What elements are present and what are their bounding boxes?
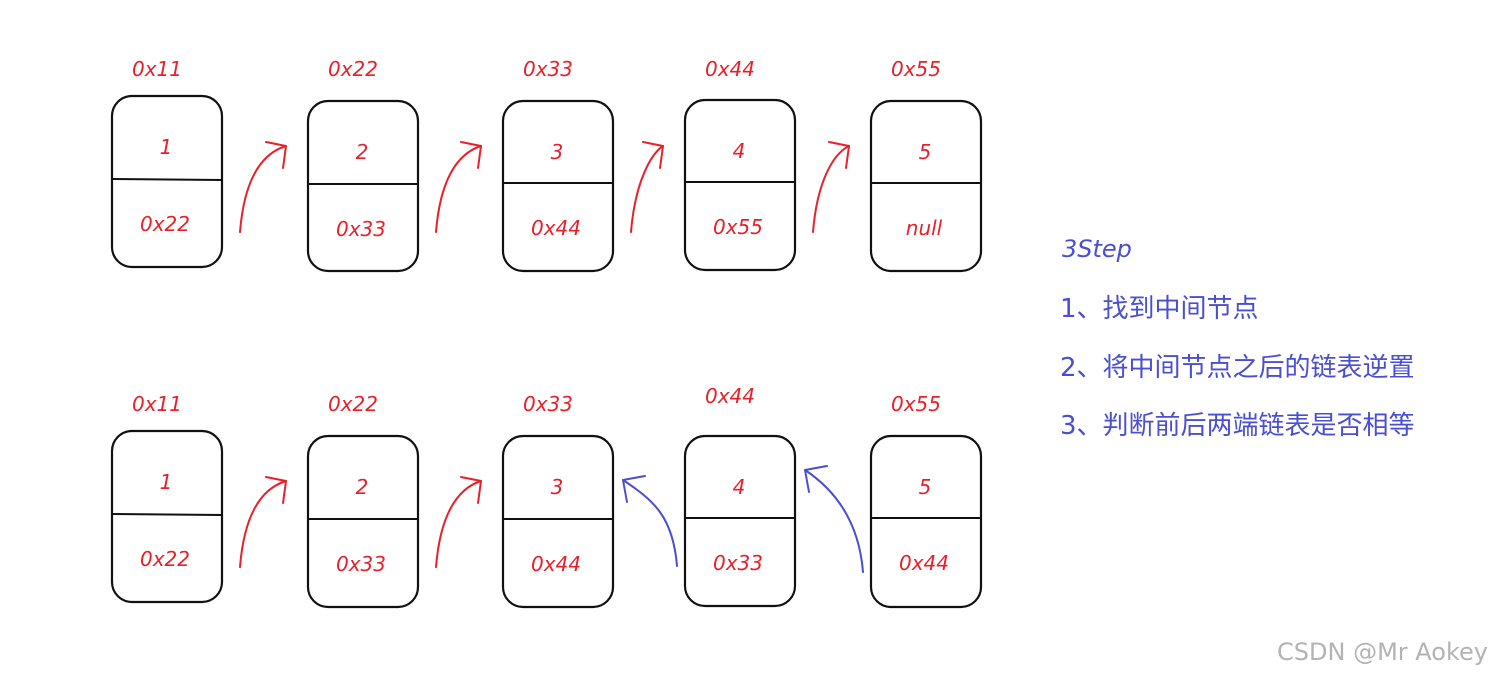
node-1: 0x11 1 0x22 bbox=[110, 57, 224, 269]
node-next-pointer: 0x44 bbox=[531, 216, 581, 240]
arrow-shaft bbox=[239, 480, 287, 568]
node-value: 4 bbox=[733, 475, 746, 499]
node-box bbox=[869, 99, 983, 273]
node-box bbox=[501, 434, 615, 609]
node-2: 0x22 2 0x33 bbox=[306, 57, 420, 273]
node-address: 0x44 bbox=[705, 57, 755, 81]
node-address: 0x22 bbox=[328, 57, 378, 81]
pointer-arrow bbox=[239, 476, 287, 568]
node-box bbox=[683, 434, 797, 608]
node-address: 0x44 bbox=[705, 384, 755, 408]
pointer-arrow bbox=[435, 141, 482, 233]
node-4: 0x44 4 0x55 bbox=[683, 57, 797, 272]
node-next-pointer: 0x33 bbox=[336, 217, 386, 241]
steps-title: 3Step bbox=[1062, 235, 1132, 263]
node-box bbox=[869, 434, 983, 609]
arrowhead bbox=[265, 476, 287, 504]
arrow-shaft bbox=[435, 145, 482, 233]
pointer-arrow bbox=[812, 141, 850, 233]
pointer-arrow bbox=[630, 141, 664, 233]
step-item-2: 2、将中间节点之后的链表逆置 bbox=[1060, 353, 1415, 383]
arrowhead bbox=[460, 141, 482, 169]
node-next-pointer: 0x33 bbox=[713, 551, 763, 575]
arrow-shaft bbox=[804, 469, 864, 573]
node-next-pointer: 0x44 bbox=[899, 551, 949, 575]
node-box bbox=[110, 94, 224, 269]
arrowhead bbox=[265, 141, 287, 169]
watermark: CSDN @Mr Aokey bbox=[1277, 638, 1488, 666]
node-value: 1 bbox=[160, 135, 173, 159]
node-1: 0x11 1 0x22 bbox=[110, 392, 224, 604]
step-item-3: 3、判断前后两端链表是否相等 bbox=[1060, 411, 1415, 441]
node-value: 2 bbox=[356, 475, 369, 499]
node-next-pointer: 0x33 bbox=[336, 552, 386, 576]
node-next-pointer: 0x55 bbox=[713, 215, 763, 239]
arrow-shaft bbox=[630, 145, 664, 233]
arrow-shaft bbox=[622, 479, 678, 567]
node-value: 3 bbox=[551, 140, 564, 164]
node-box bbox=[306, 434, 420, 609]
node-divider bbox=[111, 513, 223, 516]
node-address: 0x55 bbox=[891, 392, 941, 416]
node-5: 0x55 5 null bbox=[869, 57, 983, 273]
node-address: 0x33 bbox=[523, 392, 573, 416]
node-next-pointer: 0x22 bbox=[140, 212, 190, 236]
node-3: 0x33 3 0x44 bbox=[501, 57, 615, 273]
node-box bbox=[501, 99, 615, 273]
arrowhead bbox=[828, 141, 850, 169]
node-next-pointer: null bbox=[906, 216, 943, 240]
steps-panel: 3Step 1、找到中间节点 2、将中间节点之后的链表逆置 3、判断前后两端链表… bbox=[1060, 235, 1415, 441]
node-value: 1 bbox=[160, 470, 173, 494]
pointer-arrow bbox=[622, 475, 678, 567]
node-next-pointer: 0x44 bbox=[531, 552, 581, 576]
node-box bbox=[306, 99, 420, 273]
reversed-list-row: 0x11 1 0x22 0x22 2 0x33 0x33 3 0x44 0x44 4 0x33 0x55… bbox=[110, 384, 983, 609]
node-next-pointer: 0x22 bbox=[140, 547, 190, 571]
arrowhead bbox=[804, 465, 828, 493]
node-address: 0x22 bbox=[328, 392, 378, 416]
node-box bbox=[110, 429, 224, 604]
step-item-1: 1、找到中间节点 bbox=[1060, 294, 1259, 324]
pointer-arrow bbox=[239, 141, 287, 233]
node-divider bbox=[111, 178, 223, 181]
node-address: 0x55 bbox=[891, 57, 941, 81]
node-2: 0x22 2 0x33 bbox=[306, 392, 420, 609]
node-box bbox=[683, 98, 797, 272]
arrow-shaft bbox=[435, 480, 482, 568]
node-address: 0x33 bbox=[523, 57, 573, 81]
pointer-arrow bbox=[435, 476, 482, 568]
node-value: 3 bbox=[551, 475, 564, 499]
node-value: 2 bbox=[356, 140, 369, 164]
arrowhead bbox=[642, 141, 664, 169]
arrow-shaft bbox=[239, 145, 287, 233]
node-5: 0x55 5 0x44 bbox=[869, 392, 983, 609]
node-value: 5 bbox=[919, 140, 932, 164]
arrowhead bbox=[622, 475, 646, 503]
arrowhead bbox=[460, 476, 482, 504]
node-3: 0x33 3 0x44 bbox=[501, 392, 615, 609]
node-value: 5 bbox=[919, 475, 932, 499]
node-address: 0x11 bbox=[132, 392, 182, 416]
node-4: 0x44 4 0x33 bbox=[683, 384, 797, 608]
pointer-arrow bbox=[804, 465, 864, 573]
node-address: 0x11 bbox=[132, 57, 182, 81]
original-list-row: 0x1110x220x2220x330x3330x440x4440x550x55… bbox=[110, 57, 983, 273]
node-value: 4 bbox=[733, 139, 746, 163]
arrow-shaft bbox=[812, 145, 850, 233]
